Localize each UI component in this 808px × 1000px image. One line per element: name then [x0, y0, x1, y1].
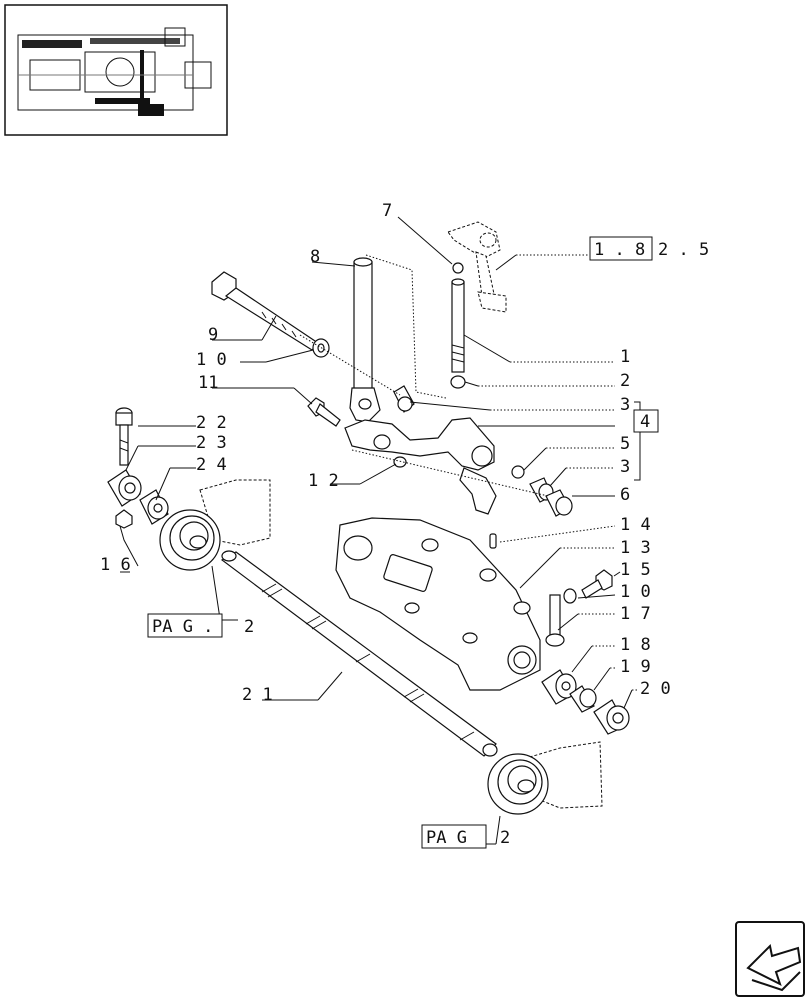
rod-1: [451, 278, 465, 373]
screw-15: [581, 569, 613, 599]
bush-24: [139, 489, 169, 525]
shaft-21: [220, 550, 498, 757]
arm-assembly-4: [344, 417, 497, 515]
nut-16: [115, 509, 133, 529]
assembly-guide: [365, 254, 447, 399]
label-16: 1 6: [100, 555, 131, 575]
label-3b: 3: [620, 457, 630, 477]
label-21: 2 1: [242, 685, 273, 705]
pag-bottom-num: 2: [500, 828, 510, 848]
label-11: 11: [198, 373, 218, 393]
label-2: 2: [620, 371, 630, 391]
label-13: 1 3: [620, 538, 651, 558]
screw-22: [115, 407, 133, 466]
housing-13: [335, 517, 541, 691]
link-end-right: [487, 741, 603, 815]
tractor-thumbnail-icon: [17, 27, 212, 116]
callout-labels: 7 8 9 1 0 11 1 2 3 4 5 3 6 1 2 2 2 2 3 2…: [100, 201, 709, 848]
ref-top-rest-text: 2 . 5: [658, 240, 709, 260]
clip-12: [393, 456, 407, 468]
label-24: 2 4: [196, 455, 227, 475]
label-10b: 1 0: [620, 582, 651, 602]
nut-2: [450, 375, 466, 389]
ref-box-top[interactable]: [589, 236, 653, 261]
bush-18: [541, 669, 577, 705]
bolt-9: [211, 271, 319, 351]
label-22: 2 2: [196, 413, 227, 433]
label-1: 1: [620, 347, 630, 367]
ring-5: [511, 465, 525, 479]
label-23: 2 3: [196, 433, 227, 453]
label-15: 1 5: [620, 560, 651, 580]
next-page-arrow-icon[interactable]: [735, 921, 805, 997]
bush-3-upper: [393, 385, 415, 413]
washer-10b: [563, 588, 577, 604]
bush-6: [545, 489, 573, 517]
pag-left-text: PA G .: [152, 617, 213, 637]
label-8: 8: [310, 247, 320, 267]
screw-17: [545, 594, 565, 647]
group-box-4: [633, 409, 659, 433]
rod-8: [349, 257, 381, 423]
label-17: 1 7: [620, 604, 651, 624]
bush-19: [569, 685, 597, 713]
ref-box-pag-left[interactable]: [147, 613, 223, 638]
label-10a: 1 0: [196, 350, 227, 370]
label-19: 1 9: [620, 657, 651, 677]
screw-11: [307, 397, 341, 427]
label-5: 5: [620, 434, 630, 454]
ref-box-pag-bottom[interactable]: [421, 824, 487, 849]
label-20: 2 0: [640, 679, 671, 699]
label-3a: 3: [620, 395, 630, 415]
ref-top-box-text: 1 . 8: [594, 240, 645, 260]
bush-23: [107, 469, 142, 507]
thumbnail-frame: [4, 4, 228, 136]
leader-lines: [119, 216, 646, 845]
label-18: 1 8: [620, 635, 651, 655]
pag-left-num: 2: [244, 617, 254, 637]
label-9: 9: [208, 325, 218, 345]
label-12: 1 2: [308, 471, 339, 491]
ball-7: [452, 262, 464, 274]
label-7: 7: [382, 201, 392, 221]
bush-20: [593, 699, 630, 735]
label-6: 6: [620, 485, 630, 505]
label-4: 4: [640, 412, 650, 432]
link-end-left: [159, 479, 271, 571]
label-14: 1 4: [620, 515, 651, 535]
pag-bottom-text: PA G: [426, 828, 467, 848]
lift-lever: [447, 221, 507, 313]
pin-14: [489, 533, 497, 549]
